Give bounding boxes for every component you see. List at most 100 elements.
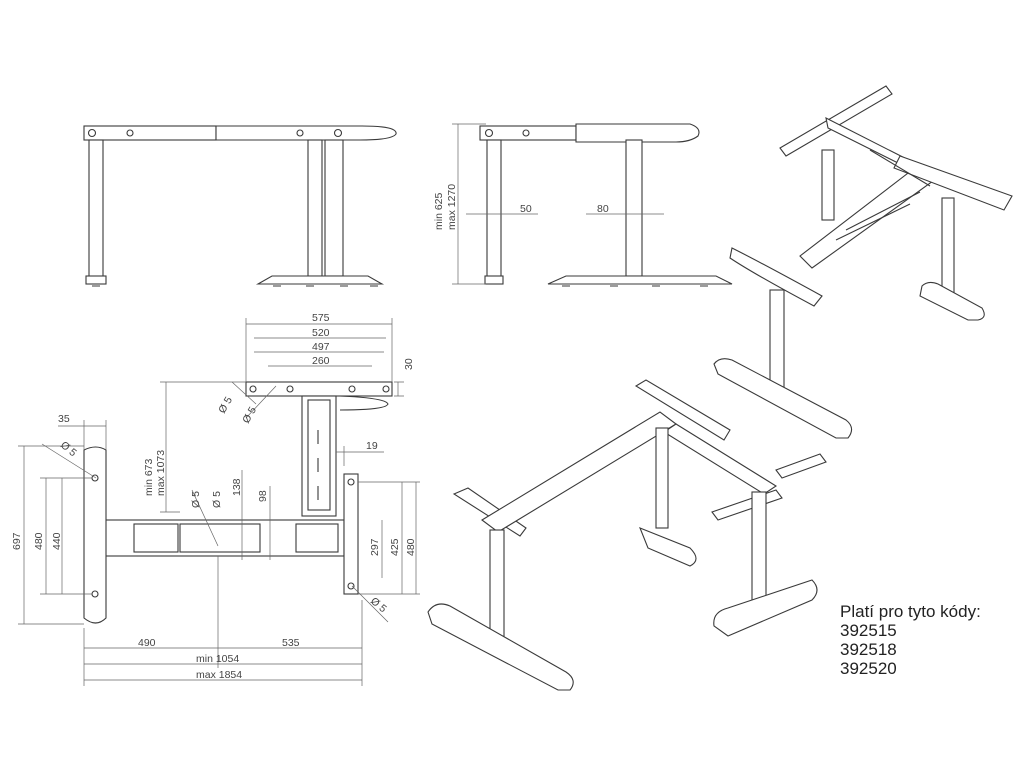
ext-min: min 673 — [143, 458, 155, 496]
side-view: min 625 max 1270 50 80 — [433, 123, 733, 287]
plan-hole-4 — [382, 385, 390, 393]
dim-480-right: 480 — [405, 538, 417, 556]
side-leg-right — [625, 139, 643, 277]
iso-beam-lines — [835, 149, 931, 241]
plan-top-bracket-end — [339, 395, 389, 411]
iso2-leg-front — [489, 529, 505, 641]
dim-lines-138-98 — [241, 470, 271, 560]
side-leg-width-2: 80 — [597, 203, 609, 215]
dim-98: 98 — [257, 490, 269, 502]
plan-vertical-inner — [307, 399, 331, 511]
dim-490: 490 — [138, 637, 156, 649]
plan-top-bracket — [245, 381, 393, 397]
front-crossbar-left — [83, 125, 217, 141]
side-leg-left-base — [484, 275, 504, 285]
dim-line-30 — [394, 381, 404, 397]
dim-35: 35 — [58, 413, 70, 425]
iso-right-bracket — [893, 155, 1013, 211]
iso2-right-bracket — [775, 453, 827, 479]
code-item-1: 392515 — [840, 621, 897, 640]
dim-line-697 — [18, 445, 84, 625]
iso2-back-bracket — [711, 489, 783, 521]
dim-697: 697 — [11, 532, 23, 550]
iso2-leg-right — [751, 491, 767, 605]
hole-diam-1: Ø 5 — [216, 395, 235, 416]
plan-motor-box-3 — [295, 523, 339, 553]
plan-view: 575 520 497 260 30 35 Ø 5 Ø 5 Ø 5 Ø 5 Ø … — [11, 312, 420, 686]
hole-leader-4 — [351, 585, 389, 623]
width-min: min 1054 — [196, 653, 239, 665]
code-item-3: 392520 — [840, 659, 897, 678]
iso-foot-front — [713, 358, 853, 439]
front-bolt-1 — [87, 128, 97, 138]
front-foot — [255, 275, 385, 285]
iso-foot-right — [919, 281, 985, 321]
width-max: max 1854 — [196, 669, 242, 681]
front-leg-left — [88, 139, 104, 279]
dim-497: 497 — [312, 341, 330, 353]
hole-leader-5 — [191, 489, 219, 547]
dim-520: 520 — [312, 327, 330, 339]
dim-575: 575 — [312, 312, 330, 324]
front-bolt-4 — [333, 128, 343, 138]
front-leg-mid — [307, 139, 323, 277]
side-bolt-2 — [522, 129, 530, 137]
dim-line-480-left — [40, 477, 92, 595]
codes-heading: Platí pro tyto kódy: — [840, 602, 981, 621]
front-crossbar-right — [215, 125, 397, 141]
hole-leader-2 — [245, 385, 277, 419]
iso-leg-right — [941, 197, 955, 303]
dim-line-width — [84, 663, 362, 681]
plan-motor-box-2 — [179, 523, 261, 553]
dim-425: 425 — [389, 538, 401, 556]
plan-hole-3 — [348, 385, 356, 393]
isometric-view-top — [713, 85, 1013, 439]
ext-max: max 1073 — [155, 450, 167, 496]
isometric-view-bottom — [427, 379, 827, 691]
plan-horizontal-beam — [93, 519, 345, 557]
side-height-min: min 625 — [433, 192, 445, 230]
plan-left-foot — [83, 446, 107, 624]
hole-diam-4: Ø 5 — [368, 595, 389, 615]
dim-line-35 — [58, 420, 107, 450]
iso-left-bracket — [729, 247, 823, 307]
plan-motor-box-1 — [133, 523, 179, 553]
hole-diam-5: Ø 5 — [190, 491, 202, 508]
dim-lines-right — [358, 481, 420, 595]
iso2-foot-mid — [639, 527, 697, 567]
iso2-foot-front — [427, 603, 574, 691]
plan-right-plate-hole-1 — [347, 478, 355, 486]
plan-vertical-beam — [301, 395, 337, 517]
plan-hole-1 — [249, 385, 257, 393]
dim-440: 440 — [51, 532, 63, 550]
dim-line-bottom — [83, 556, 363, 686]
plan-right-plate — [343, 473, 359, 595]
dim-line-19 — [336, 446, 384, 466]
plan-hole-2 — [286, 385, 294, 393]
dim-line-575 — [245, 318, 393, 382]
hole-leader-1 — [231, 381, 257, 405]
dim-138: 138 — [231, 478, 243, 496]
plan-right-plate-hole-2 — [347, 582, 355, 590]
front-bolt-2 — [126, 129, 134, 137]
side-height-max: max 1270 — [446, 184, 458, 230]
side-crossbar-right — [575, 123, 700, 143]
side-foot — [547, 275, 733, 285]
dim-535: 535 — [282, 637, 300, 649]
iso-top-bracket — [779, 85, 893, 157]
iso-leg-front — [769, 289, 785, 397]
hole-leader-3 — [41, 443, 97, 479]
dim-480-left: 480 — [33, 532, 45, 550]
iso2-foot-right — [713, 579, 818, 637]
dim-lines-inner — [254, 337, 386, 367]
iso2-main-beam — [481, 411, 677, 533]
front-view — [83, 125, 397, 287]
hole-diam-6: Ø 5 — [211, 491, 223, 508]
code-item-2: 392518 — [840, 640, 897, 659]
hole-diam-2: Ø 5 — [240, 405, 259, 426]
front-leg-right — [324, 139, 344, 277]
side-crossbar-left — [479, 125, 577, 141]
front-bolt-3 — [296, 129, 304, 137]
dim-260: 260 — [312, 355, 330, 367]
dim-line-ext — [160, 381, 246, 513]
